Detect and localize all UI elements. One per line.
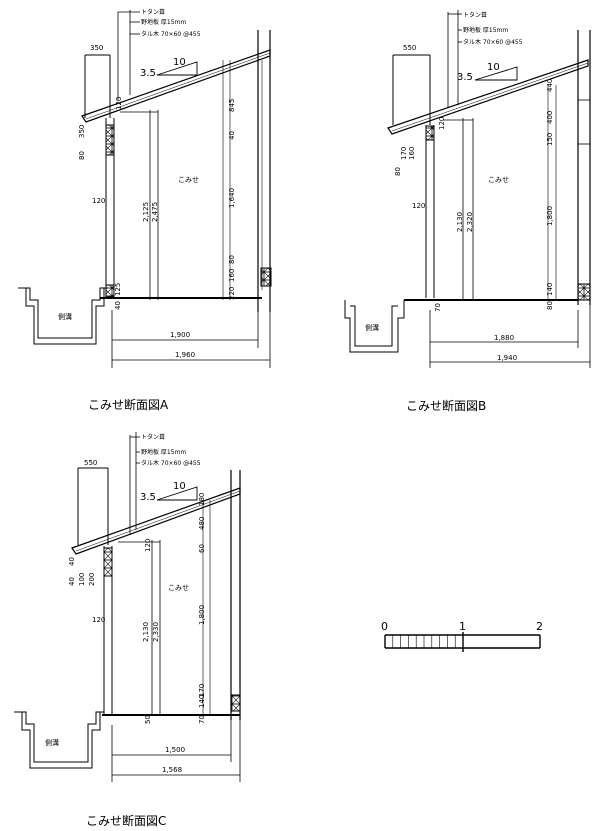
dim-wall-b: 60 [198,544,206,553]
dim-wall-top: 440 [546,79,554,92]
caption: こみせ断面図A [88,397,169,412]
room-label: こみせ [178,176,199,184]
dim-ceil-outer: 2,330 [152,622,160,642]
caption: こみせ断面図B [406,398,486,413]
scale-tick-2: 2 [536,620,543,633]
section-c [14,432,241,782]
caption: こみせ断面図C [86,813,166,828]
dim-wall-base: 70 [198,715,206,724]
slope-triangle [156,61,198,76]
section-c-text: こみせ断面図C トタン葺 野地板 厚15mm タル木 70×60 @455 3.… [45,433,206,828]
roof-note: 野地板 厚15mm [141,448,186,456]
dim-eave-b: 40 [68,577,76,586]
dim-wall-base: 220 [228,287,236,300]
slope-triangle [474,66,518,81]
slope-rise: 3.5 [140,68,156,79]
slope-run: 10 [173,481,186,492]
room-label: こみせ [168,584,189,592]
dim-wall-c: 160 [228,269,236,282]
dim-wall-top: 180 [198,493,206,506]
slope-run: 10 [487,62,500,73]
slope-run: 10 [173,57,186,68]
section-b-text: こみせ断面図B トタン葺 野地板 厚15mm タル木 70×60 @455 3.… [365,11,554,413]
slope-triangle [156,486,198,501]
dim-wall-d: 140 [198,695,206,708]
dim-wall-mid: 1,800 [546,206,554,226]
dim-ceil-inner: 2,125 [142,202,150,222]
dim-post-base: 50 [144,715,152,724]
slope-rise: 3.5 [140,492,156,503]
dim-wall-mid: 1,800 [198,605,206,625]
dim-outer: 1,940 [497,354,517,362]
scale-tick-1: 1 [459,620,466,633]
section-b [344,10,591,368]
dim-post: 120 [92,197,105,205]
dim-ceil-outer: 2,475 [151,202,159,222]
dim-ceil-inner: 2,130 [456,212,464,232]
dim-wall-mid: 1,640 [228,188,236,208]
dim-wall-base: 80 [546,301,554,310]
roof-note: 野地板 厚15mm [463,26,508,34]
roof-note: タル木 70×60 @455 [463,38,523,46]
wall-post-box [260,267,272,287]
section-a [18,10,272,368]
roof-note: 野地板 厚15mm [141,18,186,26]
dim-wall-top: 845 [228,99,236,112]
dim-beam: 120 [144,539,152,552]
dim-wall-a: 480 [198,517,206,530]
dim-post-foot: 125 [114,283,122,296]
dim-eave-d: 200 [88,573,96,586]
ditch-a [18,287,108,339]
dim-inner: 1,900 [170,331,190,339]
dim-post-base: 40 [114,301,122,310]
dim-ceil-inner: 2,130 [142,622,150,642]
dim-gutter: 80 [394,167,402,176]
scale-tick-0: 0 [381,620,388,633]
dim-gutter: 80 [78,151,86,160]
dim-ceil-outer: 2,320 [466,212,474,232]
scale-bar [384,632,541,652]
dim-eave-a: 40 [68,557,76,566]
roof-slab [71,487,241,555]
roof-slab [387,59,589,135]
dim-wall-c: 140 [546,283,554,296]
roof-note: タル木 70×60 @455 [141,30,201,38]
dim-wall-c: 170 [198,684,206,697]
roof-note: タル木 70×60 @455 [141,459,201,467]
dim-inner: 1,880 [494,334,514,342]
roof-note: トタン葺 [141,433,165,441]
dim-eave-b: 160 [408,147,416,160]
dim-eave: 550 [403,44,416,52]
dim-eave: 350 [90,44,103,52]
roof-note: トタン葺 [463,11,487,19]
dim-wall-a: 400 [546,111,554,124]
dim-eave-drop: 350 [78,125,86,138]
dim-wall-b: 80 [228,255,236,264]
dim-outer: 1,960 [175,351,195,359]
ditch-label: 側溝 [45,738,59,747]
room-label: こみせ [488,176,509,184]
dim-eave-c: 100 [78,573,86,586]
dim-outer: 1,568 [162,766,182,774]
dim-eave: 550 [84,459,97,467]
ditch-c [14,711,104,763]
section-a-text: こみせ断面図A トタン葺 野地板 厚15mm タル木 70×60 @455 3.… [58,8,236,412]
slope-rise: 3.5 [457,72,473,83]
scale-labels: 0 1 2 [381,620,543,633]
dim-beam: 120 [115,97,123,110]
dim-post: 120 [92,616,105,624]
ditch-label: 側溝 [58,312,72,321]
roof-note: トタン葺 [141,8,165,16]
dim-post-base: 70 [434,303,442,312]
dim-eave-drop: 170 [400,147,408,160]
dim-beam: 120 [438,117,446,130]
ditch-label: 側溝 [365,323,379,332]
ditch-b [344,300,405,353]
dim-wall-a: 40 [228,131,236,140]
dim-inner: 1,500 [165,746,185,754]
dim-wall-b: 150 [546,133,554,146]
dim-post: 120 [412,202,425,210]
